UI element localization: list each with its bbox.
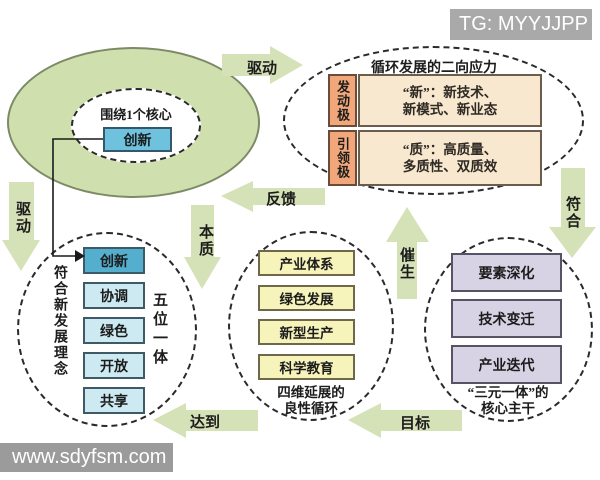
four-caption: 四维延展的 良性循环	[228, 385, 394, 417]
label-drive-top: 驱动	[246, 61, 277, 77]
four-item-green-dev: 绿色发展	[258, 285, 355, 311]
core-ring-caption: 围绕1个核心	[100, 107, 172, 122]
five-item-coordination: 协调	[83, 282, 145, 309]
four-item-production: 新型生产	[258, 319, 355, 345]
desc-new-line2: 新模式、新业态	[402, 101, 498, 117]
desc-box-new: “新”：新技术、 新模式、新业态	[358, 74, 542, 127]
pole-lead-label: 引领极	[335, 137, 350, 179]
five-left-label: 符合新发展理念	[52, 265, 67, 377]
desc-box-quality: “质”：高质量、 多质性、双质效	[358, 130, 542, 186]
label-conform: 符合	[564, 196, 580, 230]
tg-watermark-badge: TG: MYYJJPP	[450, 9, 592, 40]
five-right-label: 五位一体	[151, 292, 167, 368]
four-caption-line1: 四维延展的	[277, 385, 345, 400]
core-innovation-box: 创新	[103, 127, 172, 152]
label-achieve: 达到	[189, 415, 220, 431]
label-goal: 目标	[399, 416, 430, 432]
four-item-industry: 产业体系	[258, 250, 355, 276]
three-caption: “三元一体”的 核心主干	[420, 385, 596, 417]
pole-box-launch: 发动极	[328, 74, 357, 127]
desc-new-line1: “新”：新技术、	[402, 84, 498, 100]
pole-box-lead: 引领极	[328, 130, 357, 186]
label-essence: 本质	[197, 224, 213, 258]
five-item-open: 开放	[83, 352, 145, 379]
three-caption-line1: “三元一体”的	[467, 385, 549, 400]
three-caption-line2: 核心主干	[481, 401, 535, 416]
label-drive-left: 驱动	[14, 201, 30, 235]
desc-quality-line1: “质”：高质量、	[402, 142, 498, 157]
desc-quality-line2: 多质性、双质效	[402, 159, 498, 174]
label-feedback: 反馈	[265, 192, 296, 208]
four-item-education: 科学教育	[258, 354, 355, 380]
five-circle	[17, 232, 197, 427]
stress-title: 循环发展的二向应力	[371, 61, 497, 76]
three-item-iteration: 产业迭代	[451, 345, 562, 384]
four-caption-line2: 良性循环	[284, 401, 338, 416]
three-item-elements: 要素深化	[451, 253, 562, 292]
five-item-share: 共享	[83, 387, 145, 414]
five-item-innovation: 创新	[83, 247, 145, 274]
three-item-technology: 技术变迁	[451, 299, 562, 338]
three-circle	[424, 237, 593, 422]
site-watermark-badge: www.sdyfsm.com	[0, 443, 173, 472]
label-spawn: 催生	[398, 247, 414, 281]
four-circle	[228, 231, 394, 421]
pole-launch-label: 发动极	[335, 79, 350, 122]
five-item-green: 绿色	[83, 317, 145, 344]
